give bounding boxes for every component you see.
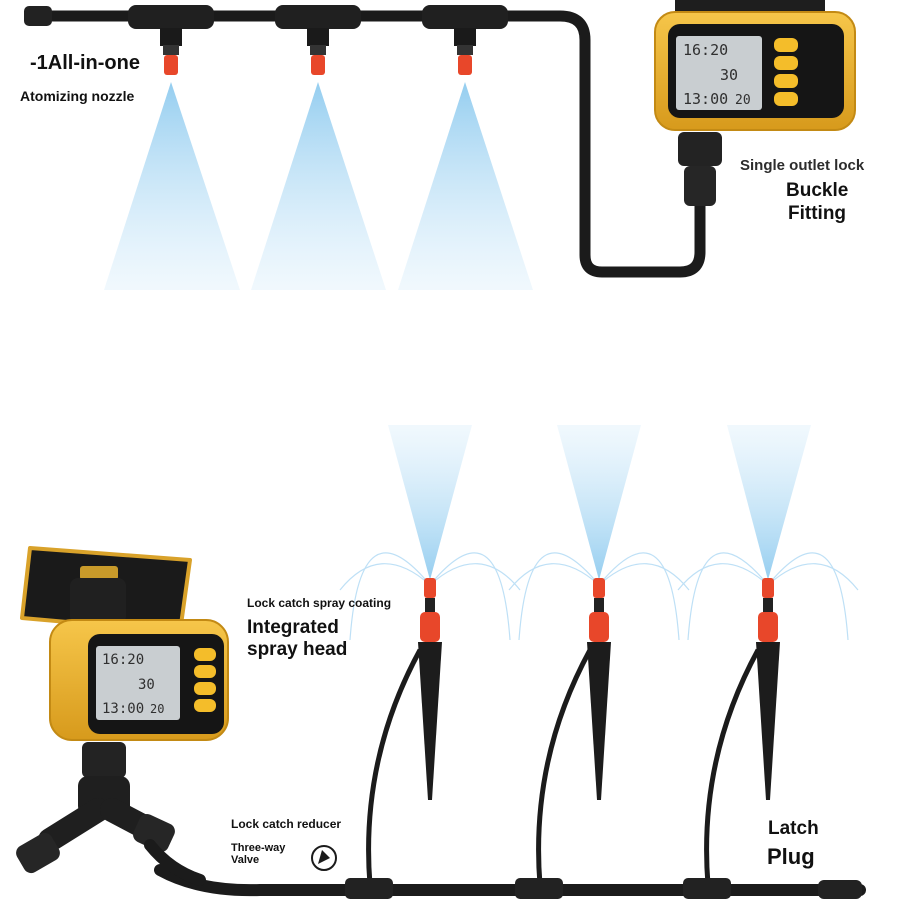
pipe-end-cap (24, 6, 52, 26)
svg-text:13:00: 13:00 (102, 701, 144, 717)
valve-label-line1: Three-way (231, 842, 286, 854)
three-way-valve (16, 776, 206, 886)
mist-cone-3 (398, 82, 533, 290)
spray-stake-2 (587, 578, 611, 800)
top-water-timer: 16:20 30 13:00 20 (654, 0, 856, 206)
tee-fitting-1 (128, 5, 214, 75)
mist-cone-1 (104, 82, 240, 290)
lock-line-fitting: Fitting (788, 203, 847, 224)
mist-cone-5 (557, 425, 641, 580)
plug-label: Plug (767, 844, 815, 869)
spray-head-label: spray head (247, 639, 348, 660)
lock-title: Single outlet lock (740, 157, 865, 174)
svg-text:13:00: 13:00 (683, 90, 728, 108)
integrated-label: Integrated (247, 617, 339, 638)
spray-stake-3 (756, 578, 780, 800)
latch-label: Latch (768, 818, 819, 839)
spray-coating-label: Lock catch spray coating (247, 596, 392, 610)
spray-arcs (339, 552, 859, 641)
svg-text:30: 30 (720, 66, 738, 84)
top-lcd-clock: 16:20 (683, 41, 728, 59)
valve-label-line2: Valve (231, 854, 260, 866)
top-main-pipe (24, 10, 706, 278)
latch-plug (818, 880, 862, 899)
reducer-label: Lock catch reducer (231, 817, 342, 831)
reducer-icon (311, 845, 337, 871)
mist-cone-4 (388, 425, 472, 580)
svg-text:30: 30 (138, 677, 155, 693)
nozzle-title: -1All-in-one (30, 52, 140, 74)
top-timer-lcd (676, 36, 762, 110)
svg-text:20: 20 (735, 93, 751, 108)
lock-line-buckle: Buckle (786, 180, 849, 201)
svg-text:20: 20 (150, 702, 164, 716)
tee-fitting-3 (422, 5, 508, 75)
tee-fitting-2 (275, 5, 361, 75)
bottom-timer-lcd (96, 646, 180, 720)
bottom-water-timer: 16:20 30 13:00 20 (20, 546, 229, 778)
bottom-main-pipe (154, 864, 866, 897)
mist-cone-2 (251, 82, 386, 290)
spray-stake-1 (418, 578, 442, 800)
nozzle-subtitle: Atomizing nozzle (20, 88, 135, 104)
svg-text:16:20: 16:20 (102, 652, 144, 668)
mist-cone-6 (727, 425, 811, 580)
